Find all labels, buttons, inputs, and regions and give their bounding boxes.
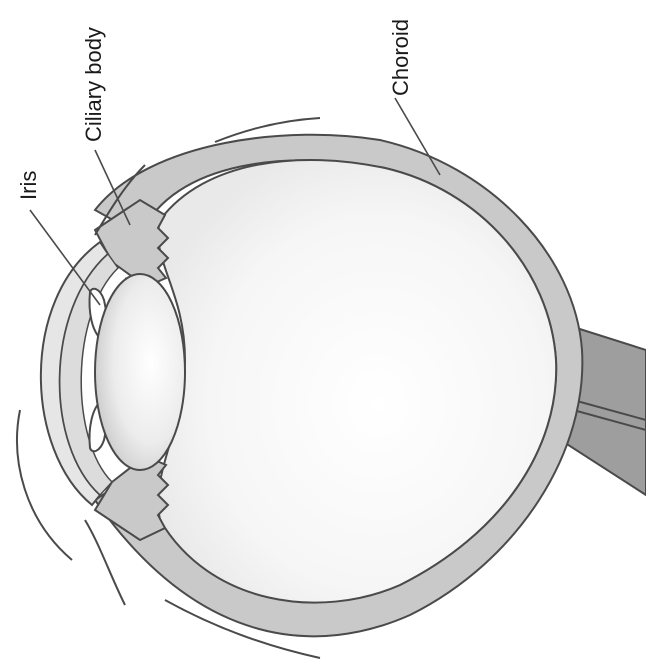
lens [95,274,185,470]
label-choroid: Choroid [388,19,413,96]
label-ciliary-body: Ciliary body [81,27,106,142]
ciliary-body-lower [95,458,168,540]
label-iris: Iris [16,171,41,200]
